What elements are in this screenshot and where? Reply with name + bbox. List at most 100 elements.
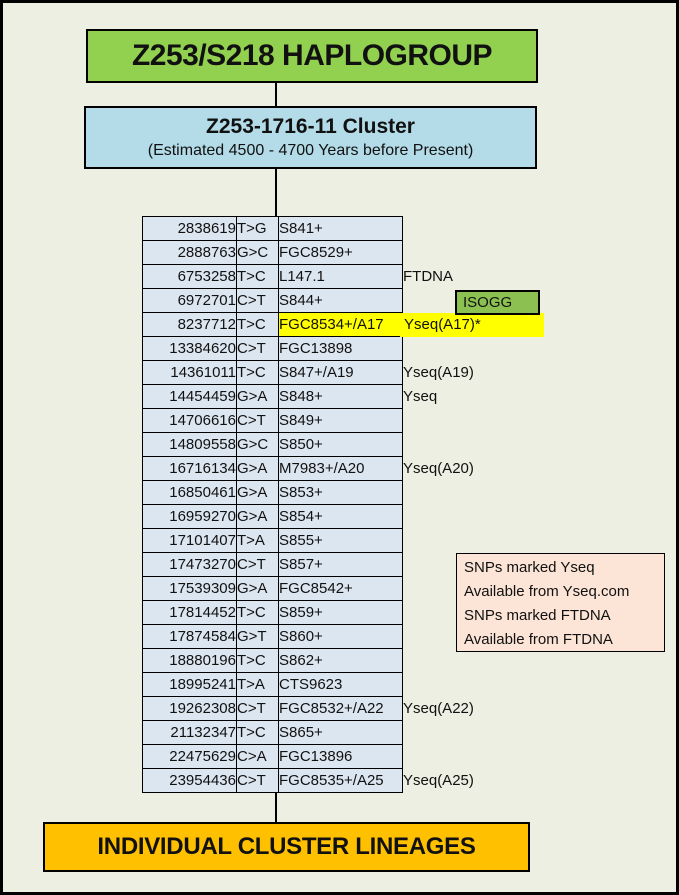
snp-position-cell: 22475629 bbox=[142, 744, 237, 769]
snp-mutation-cell: G>A bbox=[236, 480, 279, 505]
snp-position-cell: 14706616 bbox=[142, 408, 237, 433]
snp-position-cell: 6753258 bbox=[142, 264, 237, 289]
snp-position-cell: 2888763 bbox=[142, 240, 237, 265]
row-annotation: Yseq(A19) bbox=[403, 364, 474, 381]
snp-name-cell: S862+ bbox=[278, 648, 403, 673]
snp-position-cell: 17539309 bbox=[142, 576, 237, 601]
snp-position-cell: 23954436 bbox=[142, 768, 237, 793]
note-line: SNPs marked Yseq bbox=[464, 559, 595, 576]
snp-name-cell: S854+ bbox=[278, 504, 403, 529]
snp-position-cell: 14454459 bbox=[142, 384, 237, 409]
connector-line-top bbox=[275, 83, 277, 106]
snp-mutation-cell: T>A bbox=[236, 528, 279, 553]
snp-name-cell: FGC8542+ bbox=[278, 576, 403, 601]
snp-position-cell: 17101407 bbox=[142, 528, 237, 553]
snp-name-cell: FGC13896 bbox=[278, 744, 403, 769]
snp-mutation-cell: C>T bbox=[236, 768, 279, 793]
snp-name-cell: FGC13898 bbox=[278, 336, 403, 361]
row-annotation: Yseq(A22) bbox=[403, 700, 474, 717]
connector-line-middle bbox=[275, 168, 277, 217]
snp-position-cell: 21132347 bbox=[142, 720, 237, 745]
snp-mutation-cell: C>T bbox=[236, 288, 279, 313]
snp-mutation-cell: C>A bbox=[236, 744, 279, 769]
snp-mutation-cell: C>T bbox=[236, 696, 279, 721]
note-line: Available from Yseq.com bbox=[464, 583, 630, 600]
snp-mutation-cell: G>T bbox=[236, 624, 279, 649]
snp-name-cell: S848+ bbox=[278, 384, 403, 409]
snp-position-cell: 17814452 bbox=[142, 600, 237, 625]
row-annotation: Yseq(A17)* bbox=[400, 313, 544, 337]
snp-mutation-cell: T>C bbox=[236, 600, 279, 625]
snp-mutation-cell: T>G bbox=[236, 216, 279, 241]
note-line: Available from FTDNA bbox=[464, 631, 613, 648]
snp-mutation-cell: T>C bbox=[236, 360, 279, 385]
snp-name-cell: S844+ bbox=[278, 288, 403, 313]
haplogroup-title-box: Z253/S218 HAPLOGROUP bbox=[86, 29, 538, 83]
snp-position-cell: 17473270 bbox=[142, 552, 237, 577]
snp-name-cell: S847+/A19 bbox=[278, 360, 403, 385]
snp-mutation-cell: C>T bbox=[236, 336, 279, 361]
snp-position-cell: 16959270 bbox=[142, 504, 237, 529]
snp-name-cell: S849+ bbox=[278, 408, 403, 433]
cluster-box: Z253-1716-11 Cluster (Estimated 4500 - 4… bbox=[84, 106, 537, 169]
snp-position-cell: 17874584 bbox=[142, 624, 237, 649]
snp-position-cell: 2838619 bbox=[142, 216, 237, 241]
snp-mutation-cell: T>C bbox=[236, 648, 279, 673]
snp-position-cell: 16850461 bbox=[142, 480, 237, 505]
snp-position-cell: 14361011 bbox=[142, 360, 237, 385]
snp-position-cell: 18880196 bbox=[142, 648, 237, 673]
snp-mutation-cell: T>C bbox=[236, 264, 279, 289]
snp-mutation-cell: T>C bbox=[236, 720, 279, 745]
row-annotation: Yseq(A20) bbox=[403, 460, 474, 477]
snp-name-cell: S855+ bbox=[278, 528, 403, 553]
snp-mutation-cell: G>A bbox=[236, 504, 279, 529]
haplogroup-title: Z253/S218 HAPLOGROUP bbox=[131, 39, 493, 72]
isogg-badge: ISOGG bbox=[455, 290, 540, 315]
snp-name-cell: S853+ bbox=[278, 480, 403, 505]
snp-name-cell: S841+ bbox=[278, 216, 403, 241]
row-annotation: FTDNA bbox=[403, 268, 453, 285]
snp-name-cell: FGC8535+/A25 bbox=[278, 768, 403, 793]
snp-mutation-cell: T>C bbox=[236, 312, 279, 337]
snp-mutation-cell: T>A bbox=[236, 672, 279, 697]
snp-mutation-cell: G>C bbox=[236, 432, 279, 457]
lineages-footer-box: INDIVIDUAL CLUSTER LINEAGES bbox=[43, 822, 530, 872]
snp-position-cell: 16716134 bbox=[142, 456, 237, 481]
snp-name-cell: CTS9623 bbox=[278, 672, 403, 697]
snp-name-cell: L147.1 bbox=[278, 264, 403, 289]
snp-position-cell: 13384620 bbox=[142, 336, 237, 361]
snp-mutation-cell: C>T bbox=[236, 408, 279, 433]
snp-mutation-cell: G>C bbox=[236, 240, 279, 265]
snp-name-cell: S860+ bbox=[278, 624, 403, 649]
snp-name-cell: S859+ bbox=[278, 600, 403, 625]
cluster-subtitle: (Estimated 4500 - 4700 Years before Pres… bbox=[147, 142, 474, 159]
snp-mutation-cell: G>A bbox=[236, 456, 279, 481]
snp-position-cell: 8237712 bbox=[142, 312, 237, 337]
snp-mutation-cell: G>A bbox=[236, 576, 279, 601]
